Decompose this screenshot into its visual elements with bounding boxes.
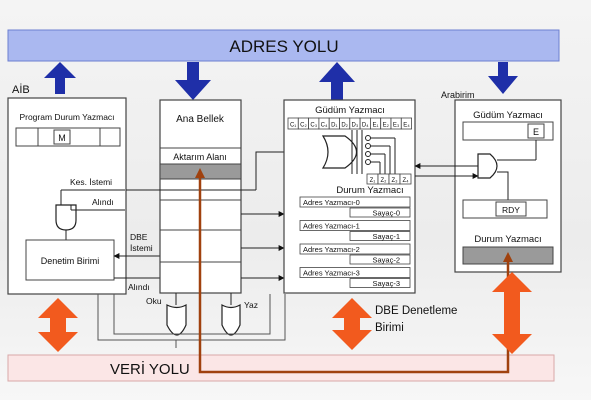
orange-arrow-cpu <box>38 298 78 352</box>
ack-bottom-label: Alındı <box>128 282 150 292</box>
command-bit-label: D₃ <box>352 123 359 129</box>
memory-title: Ana Bellek <box>176 114 225 125</box>
address-register-label: Adres Yazmacı-1 <box>303 222 360 231</box>
command-bit-cell <box>400 117 412 130</box>
counter-register-label: Sayaç-1 <box>372 232 400 241</box>
cpu-label: AİB <box>12 83 30 96</box>
control-unit-label: Denetim Birimi <box>41 256 100 266</box>
program-status-register-label: Program Durum Yazmacı <box>19 112 114 122</box>
interface-and-gate <box>477 153 498 179</box>
counter-register <box>349 231 411 241</box>
counter-register <box>349 207 411 218</box>
transfer-area-label: Aktarım Alanı <box>173 152 227 162</box>
counter-register <box>349 254 411 265</box>
command-bit-label: D₄ <box>362 123 369 129</box>
address-register-label: Adres Yazmacı-3 <box>303 269 360 278</box>
decoder-inverters <box>351 130 396 174</box>
dma-status-register-label: Durum Yazmacı <box>336 185 403 196</box>
address-register-label: Adres Yazmacı-2 <box>303 245 360 254</box>
address-register <box>299 267 411 278</box>
rdy-label: RDY <box>502 205 520 215</box>
flag-m-cell <box>53 129 71 145</box>
command-bit-label: D₁ <box>331 123 337 129</box>
interface-command-register-label: Güdüm Yazmacı <box>473 110 543 121</box>
command-bit-label: C₃ <box>310 123 317 129</box>
command-bit-label: E₄ <box>403 123 410 129</box>
dbe-label: DBE <box>130 232 148 242</box>
command-bit-label: C₄ <box>321 123 328 129</box>
dma-command-register-label: Güdüm Yazmacı <box>315 105 385 116</box>
z-bit-label: Z₃ <box>391 178 398 184</box>
counter-register-label: Sayaç-0 <box>372 209 400 218</box>
interrupt-request-label: Kes. İstemi <box>70 177 112 187</box>
interface-flag-e: E <box>533 127 539 137</box>
blue-arrow-dma <box>319 62 355 100</box>
address-register <box>299 243 411 255</box>
address-bus <box>7 29 560 62</box>
command-bit-label: E₂ <box>383 123 390 129</box>
z-bit-label: Z₄ <box>402 178 409 184</box>
blue-arrow-memory <box>175 62 211 100</box>
command-bit-label: E₃ <box>393 123 400 129</box>
read-or-gate <box>166 303 187 336</box>
decoder-gate <box>321 135 358 169</box>
orange-arrow-interface <box>492 272 532 354</box>
write-or-gate <box>221 303 241 336</box>
data-bus <box>7 354 555 382</box>
address-register <box>299 220 411 231</box>
blue-arrow-cpu <box>44 62 76 94</box>
read-label: Oku <box>146 296 162 306</box>
z-bit-label: Z₁ <box>370 178 376 184</box>
dbe-request-label: İstemi <box>130 243 153 253</box>
ack-top-label: Alındı <box>92 197 114 207</box>
interface-label: Arabirim <box>441 90 475 100</box>
counter-register-label: Sayaç-3 <box>372 279 400 288</box>
command-bit-label: C₂ <box>300 123 307 129</box>
address-register-label: Adres Yazmacı-0 <box>303 198 360 207</box>
data-bus-label: VERİ YOLU <box>110 360 190 378</box>
flag-m: M <box>58 133 66 143</box>
command-bit-label: C₁ <box>290 123 296 129</box>
dma-caption-line2: Birimi <box>375 322 404 334</box>
write-label: Yaz <box>244 300 258 310</box>
command-bit-label: D₂ <box>341 123 348 129</box>
counter-register <box>349 278 411 288</box>
address-register <box>299 196 411 208</box>
cpu-and-gate <box>55 204 77 231</box>
rdy-cell <box>495 201 527 217</box>
z-bit-label: Z₂ <box>381 178 388 184</box>
z-bit-cell <box>399 173 412 185</box>
counter-register-label: Sayaç-2 <box>372 256 400 265</box>
orange-arrow-dma <box>332 298 372 350</box>
address-bus-label: ADRES YOLU <box>229 37 338 56</box>
interface-status-register-label: Durum Yazmacı <box>474 234 541 245</box>
dma-caption-line1: DBE Denetleme <box>375 305 457 317</box>
control-unit-box <box>25 239 115 281</box>
blue-arrow-interface <box>488 62 518 94</box>
interface-flag-e-cell <box>527 123 545 139</box>
command-bit-label: E₁ <box>373 123 379 129</box>
